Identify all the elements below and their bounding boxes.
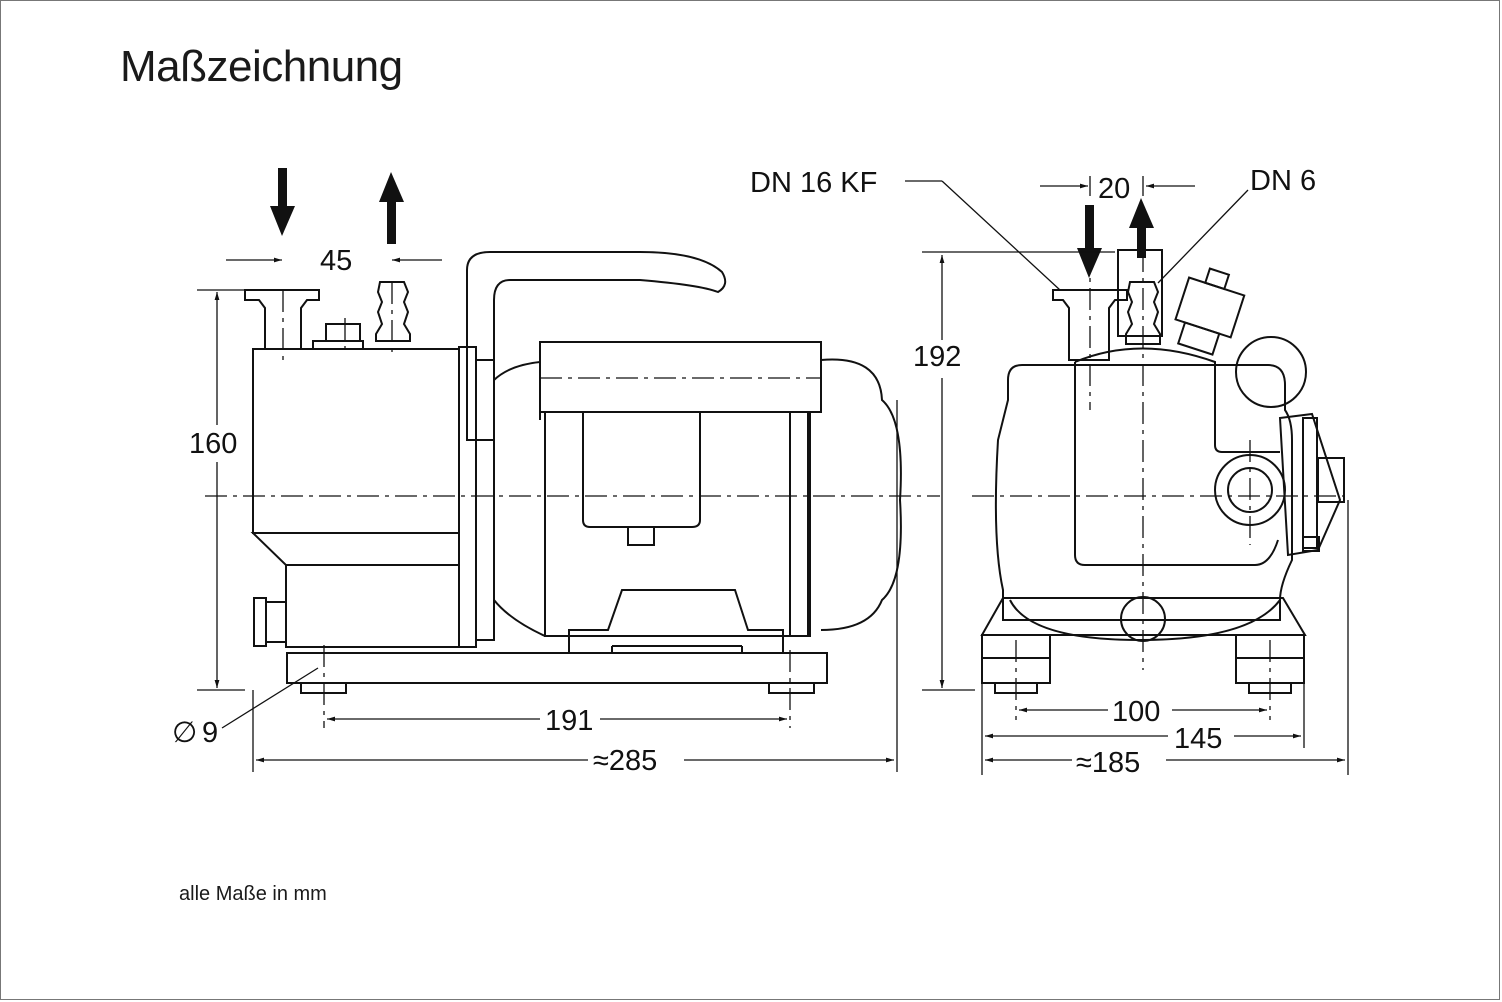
carry-handle [466,251,727,441]
dim-20: 20 [1098,173,1130,205]
outlet-nozzle [375,281,411,342]
dim-285: ≈285 [593,745,657,777]
front-inlet-flange [1052,289,1128,361]
side-view [244,251,902,694]
front-knob [1235,336,1307,408]
pump-housing-upper [252,348,460,534]
oil-plug [325,323,361,342]
motor-foot [568,589,784,653]
dim-192: 192 [913,341,961,373]
dim-hole-9: 9 [202,717,218,749]
page-title: Maßzeichnung [120,42,403,91]
base-plate [286,652,828,684]
dim-191: 191 [545,705,593,737]
inlet-flange [244,289,320,350]
dim-160: 160 [189,428,237,460]
dim-185: ≈185 [1076,747,1140,779]
front-outlet-nozzle [1125,281,1161,345]
dim-45: 45 [320,245,352,277]
label-dn6: DN 6 [1250,165,1316,197]
pump-housing-lower [250,532,460,648]
front-view [980,249,1345,694]
diameter-symbol: ∅ [172,717,197,749]
motor-endcap [820,358,902,631]
foot-right [768,682,815,694]
gas-ballast-valve [1174,276,1246,339]
units-note: alle Maße in mm [179,883,327,905]
terminal-box [582,412,701,528]
side-cover [1278,412,1342,557]
motor-top-box [539,341,822,413]
dim-100: 100 [1112,696,1160,728]
front-body [994,364,1293,621]
dim-145: 145 [1174,723,1222,755]
drain-knob [253,597,267,647]
label-dn16kf: DN 16 KF [750,167,877,199]
